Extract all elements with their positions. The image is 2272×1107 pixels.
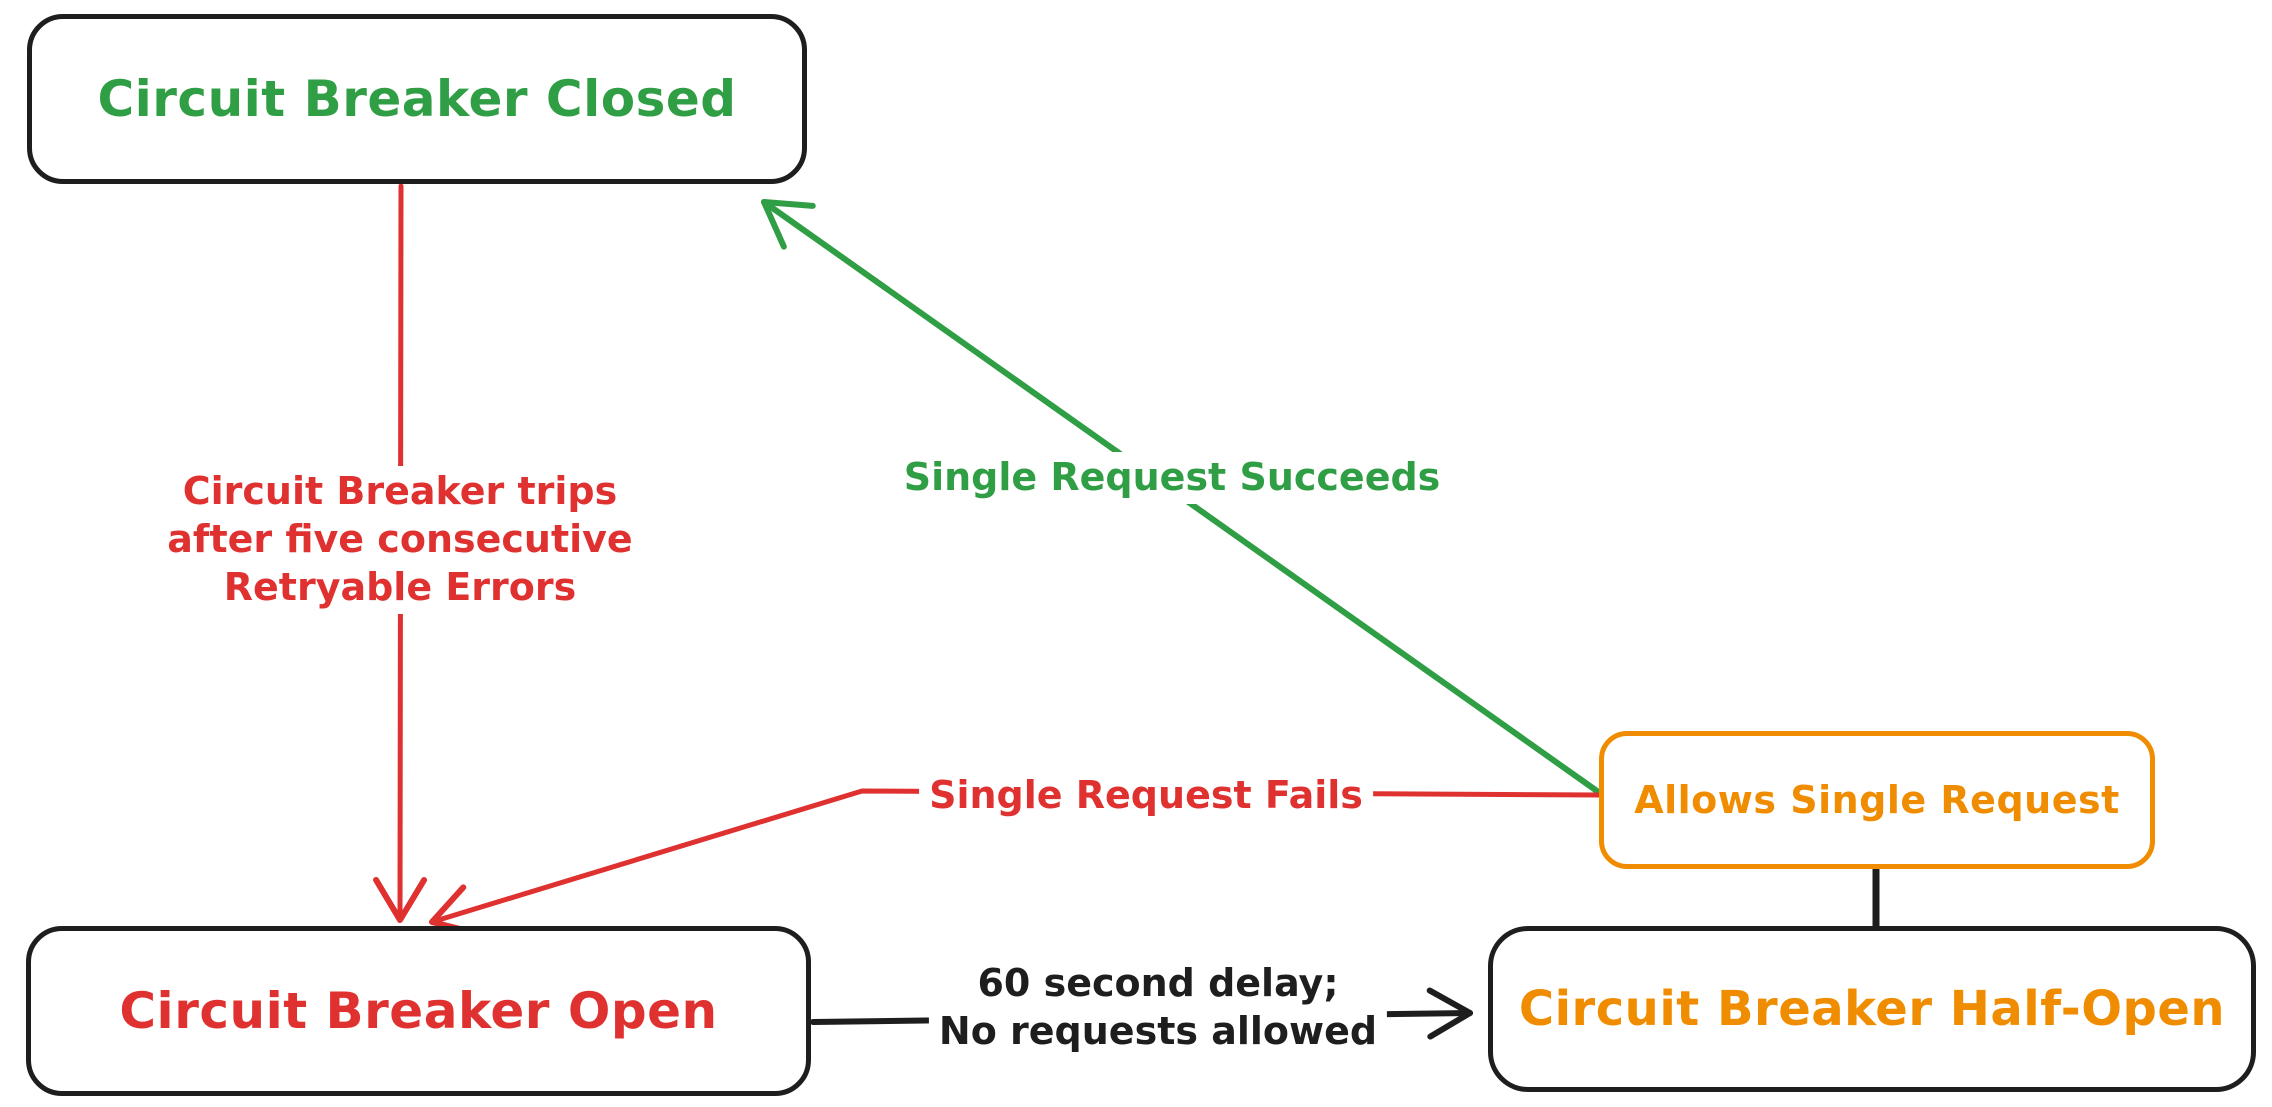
edge-label-delay: 60 second delay; No requests allowed — [928, 958, 1388, 1058]
edge-label-trips: Circuit Breaker trips after five consecu… — [157, 466, 643, 614]
node-closed-label: Circuit Breaker Closed — [97, 70, 737, 128]
edge-label-fails: Single Request Fails — [919, 770, 1373, 822]
node-circuit-breaker-half-open: Circuit Breaker Half-Open — [1488, 926, 2256, 1092]
node-allows-single-request-label: Allows Single Request — [1634, 778, 2120, 822]
edge-label-succeeds: Single Request Succeeds — [893, 452, 1451, 504]
node-circuit-breaker-open: Circuit Breaker Open — [26, 926, 811, 1096]
node-allows-single-request: Allows Single Request — [1599, 731, 2155, 869]
node-half-open-label: Circuit Breaker Half-Open — [1518, 981, 2226, 1037]
node-circuit-breaker-closed: Circuit Breaker Closed — [27, 14, 807, 184]
node-open-label: Circuit Breaker Open — [119, 982, 718, 1040]
